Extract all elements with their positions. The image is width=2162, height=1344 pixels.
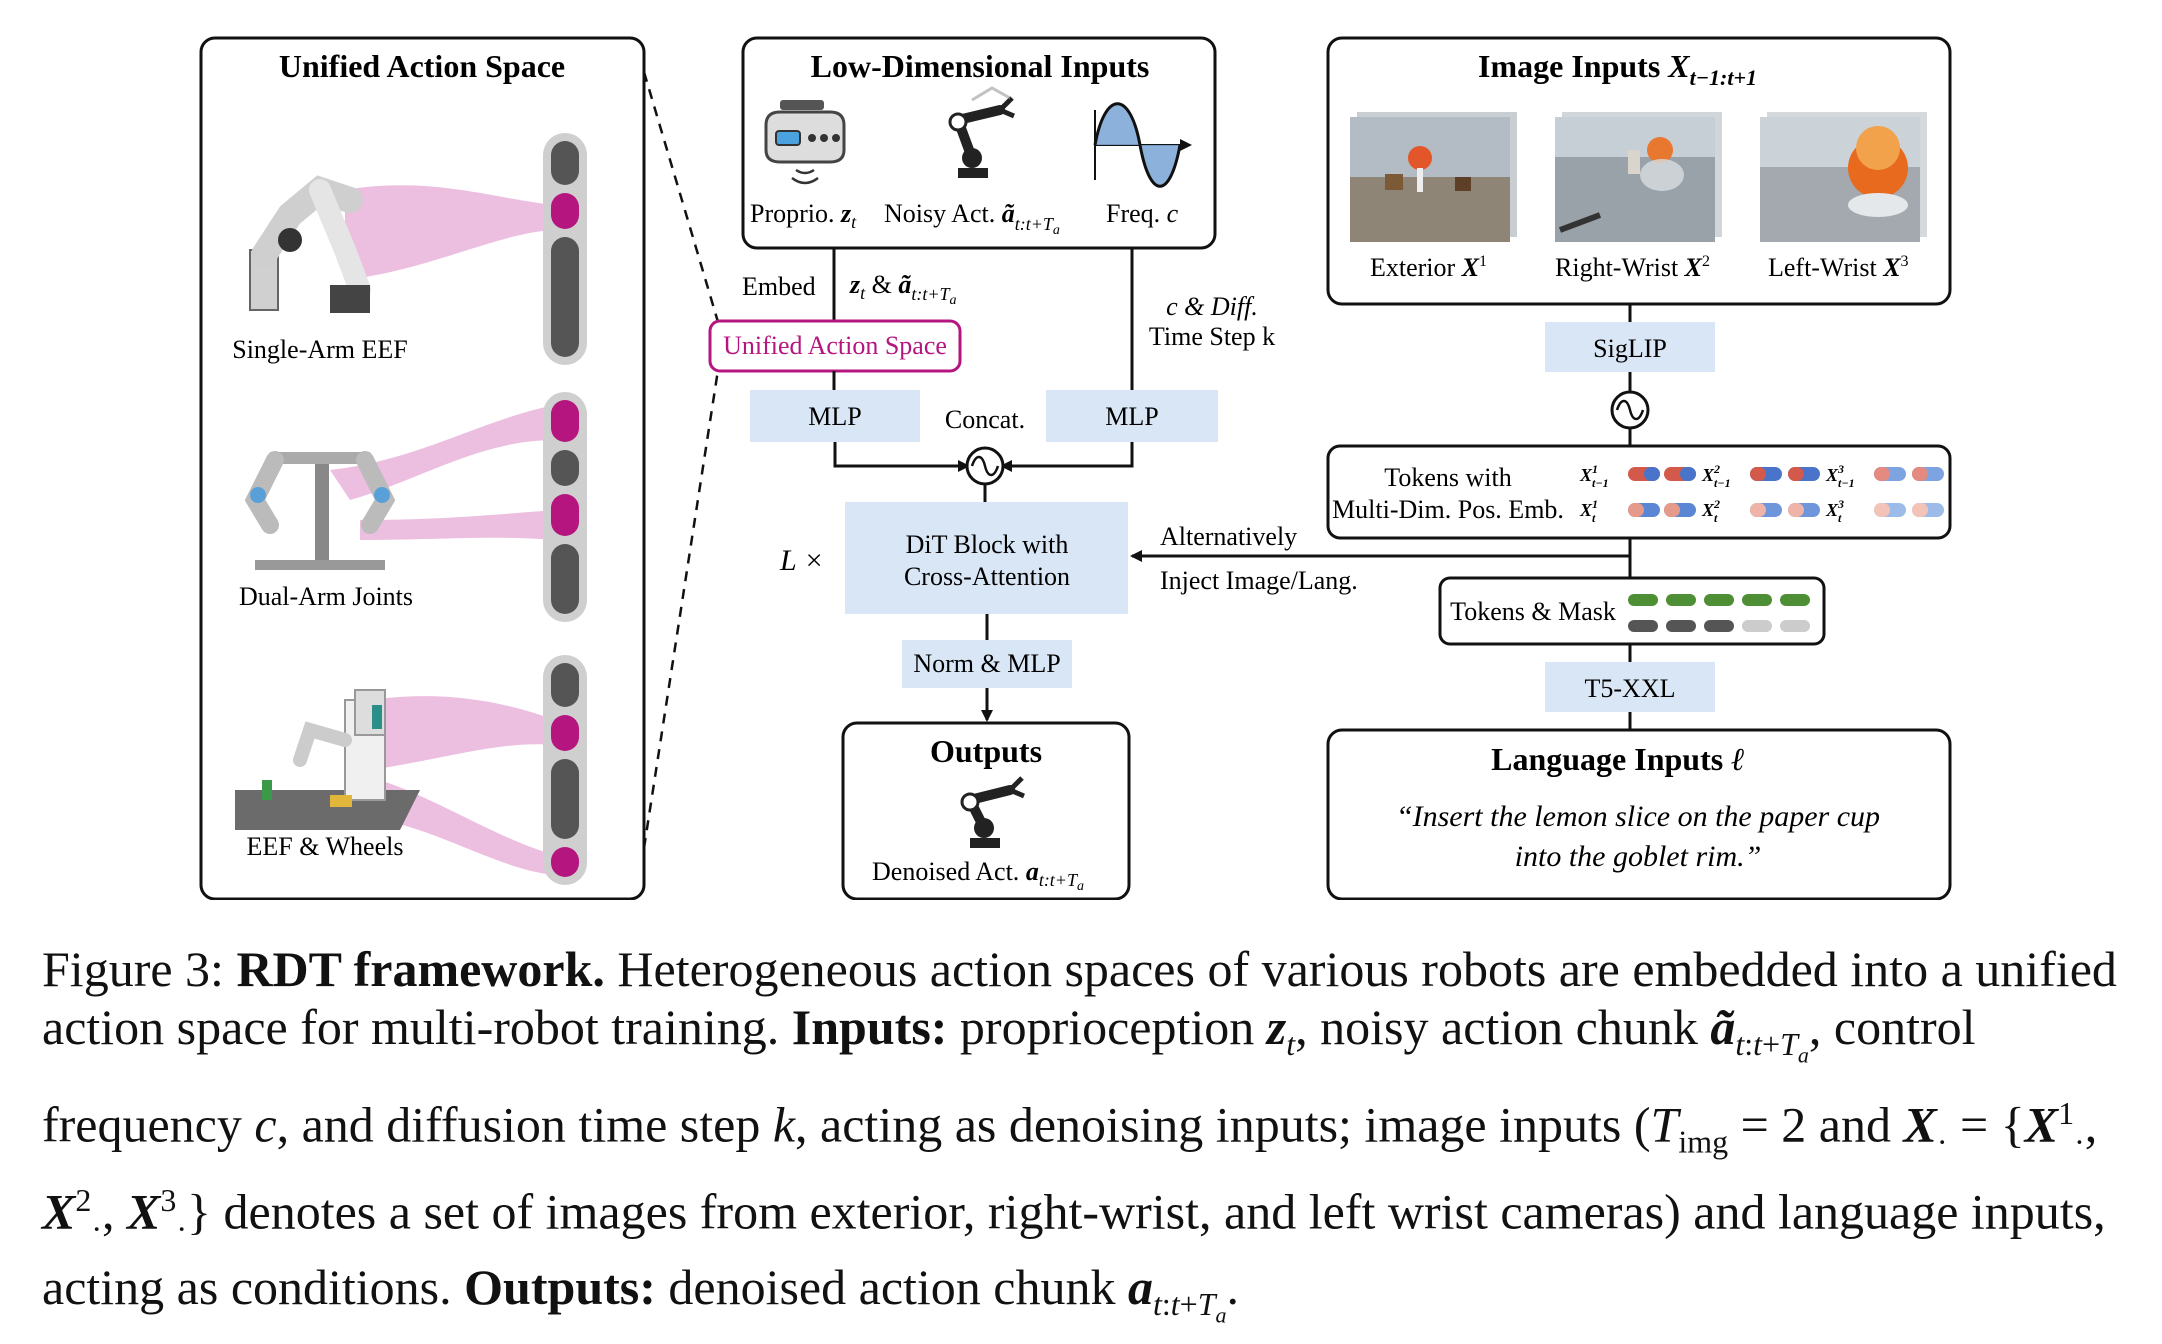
low-dim-title: Low-Dimensional Inputs xyxy=(811,48,1150,84)
dit-label-2: Cross-Attention xyxy=(904,562,1070,591)
tokens-mask-panel: Tokens & Mask xyxy=(1438,576,1826,646)
inject-label: Inject Image/Lang. xyxy=(1160,566,1358,595)
dit-block xyxy=(845,502,1128,614)
pink-band-1 xyxy=(345,185,555,280)
tokens-label-1: Tokens with xyxy=(1384,463,1511,492)
left-wrist-label: Left-Wrist X3 xyxy=(1768,253,1909,282)
uas-panel: Unified Action Space Single-Arm EEF Dual… xyxy=(199,36,646,901)
figure-caption: Figure 3: RDT framework. Heterogeneous a… xyxy=(42,941,2117,1328)
embed-expr: zt & ãt:t+Ta xyxy=(849,270,957,308)
t5-label: T5-XXL xyxy=(1585,674,1676,703)
language-title: Language Inputs ℓ xyxy=(1491,741,1745,777)
figure-diagram: Unified Action Space Single-Arm EEF Dual… xyxy=(199,36,1952,901)
action-vector-bar-2 xyxy=(543,392,587,622)
pink-band-2 xyxy=(330,405,555,500)
uas-box-label: Unified Action Space xyxy=(723,331,947,360)
left-wrist-camera-image xyxy=(1760,112,1927,242)
l-times-label: L × xyxy=(779,544,824,577)
t5-box xyxy=(1545,662,1715,712)
pink-band-5 xyxy=(380,780,555,875)
language-quote-1: “Insert the lemon slice on the paper cup xyxy=(1396,800,1880,833)
uas-panel-title: Unified Action Space xyxy=(279,48,565,84)
concat-label: Concat. xyxy=(945,405,1025,434)
exterior-label: Exterior X1 xyxy=(1370,253,1487,282)
right-wrist-label: Right-Wrist X2 xyxy=(1555,253,1710,282)
denoised-act-label: Denoised Act. at:t+Ta xyxy=(872,857,1084,894)
sensor-icon xyxy=(764,100,846,185)
low-dim-panel: Low-Dimensional Inputs xyxy=(741,36,1217,250)
siglip-wave-icon xyxy=(1610,390,1650,430)
frequency-wave-icon xyxy=(1093,102,1192,188)
noisy-act-label: Noisy Act. ãt:t+Ta xyxy=(884,199,1060,238)
right-wrist-camera-image xyxy=(1555,112,1722,242)
freq-label: Freq. c xyxy=(1106,199,1179,228)
pink-band-4 xyxy=(370,696,555,770)
concat-icon xyxy=(965,446,1005,486)
output-robot-arm-icon xyxy=(960,776,1025,848)
time-step-label: Time Step k xyxy=(1149,322,1275,351)
caption-outputs: Outputs: xyxy=(464,1258,656,1315)
pink-band-3 xyxy=(360,510,555,540)
mlp-left-box xyxy=(750,390,920,442)
caption-inputs: Inputs: xyxy=(791,999,948,1055)
caption-label: Figure 3: xyxy=(42,941,237,997)
mlp-right-label: MLP xyxy=(1105,402,1158,431)
caption-text-7: = 2 and xyxy=(1728,1097,1904,1154)
caption-text-1: Heterogeneous action spaces of various r… xyxy=(42,941,2117,1055)
caption-text-6: , acting as denoising inputs; image inpu… xyxy=(795,1097,1651,1154)
dit-label-1: DiT Block with xyxy=(906,530,1069,559)
norm-mlp-box xyxy=(902,640,1072,688)
robot-label-dual-arm: Dual-Arm Joints xyxy=(239,582,413,611)
dual-arm-robot-icon xyxy=(244,451,396,570)
c-diff-label: c & Diff. xyxy=(1166,292,1258,321)
norm-mlp-label: Norm & MLP xyxy=(913,649,1060,678)
outputs-panel: Outputs Denoised Act. at:t+Ta xyxy=(841,721,1131,901)
caption-text-3: , noisy action chunk xyxy=(1295,999,1711,1055)
proprio-label: Proprio. zt xyxy=(750,199,857,232)
language-panel: Language Inputs ℓ “Insert the lemon slic… xyxy=(1326,728,1952,901)
caption-text-5: , and diffusion time step xyxy=(276,1097,773,1154)
tokens-mask-label: Tokens & Mask xyxy=(1450,597,1616,626)
robot-arm-icon xyxy=(948,86,1015,178)
tokens-label-2: Multi-Dim. Pos. Emb. xyxy=(1332,495,1564,524)
alternatively-label: Alternatively xyxy=(1160,522,1297,551)
caption-text-2: proprioception xyxy=(947,999,1267,1055)
exterior-camera-image xyxy=(1350,112,1517,242)
embed-label: Embed xyxy=(742,272,816,301)
robot-label-eef-wheels: EEF & Wheels xyxy=(247,832,404,861)
mlp-right-box xyxy=(1046,390,1218,442)
caption-text-10: . xyxy=(1226,1258,1240,1315)
language-quote-2: into the goblet rim.” xyxy=(1515,840,1762,873)
caption-text-9: denoised action chunk xyxy=(655,1258,1128,1315)
zoom-line-top xyxy=(642,71,720,323)
action-vector-bar-3 xyxy=(543,655,587,885)
image-inputs-panel: Image Inputs Xt−1:t+1 xyxy=(1326,36,1952,306)
mobile-robot-icon xyxy=(235,689,420,830)
caption-title: RDT framework. xyxy=(236,941,605,997)
siglip-label: SigLIP xyxy=(1593,334,1667,363)
action-vector-bar-1 xyxy=(543,133,587,365)
outputs-title: Outputs xyxy=(930,733,1042,769)
mlp-left-label: MLP xyxy=(808,402,861,431)
image-inputs-title: Image Inputs Xt−1:t+1 xyxy=(1478,48,1757,90)
robot-label-single-arm: Single-Arm EEF xyxy=(232,335,408,364)
caption-text-4: , control frequency xyxy=(42,999,1976,1154)
zoom-line-bottom xyxy=(642,369,720,849)
single-arm-robot-icon xyxy=(249,175,371,313)
siglip-box xyxy=(1545,322,1715,372)
